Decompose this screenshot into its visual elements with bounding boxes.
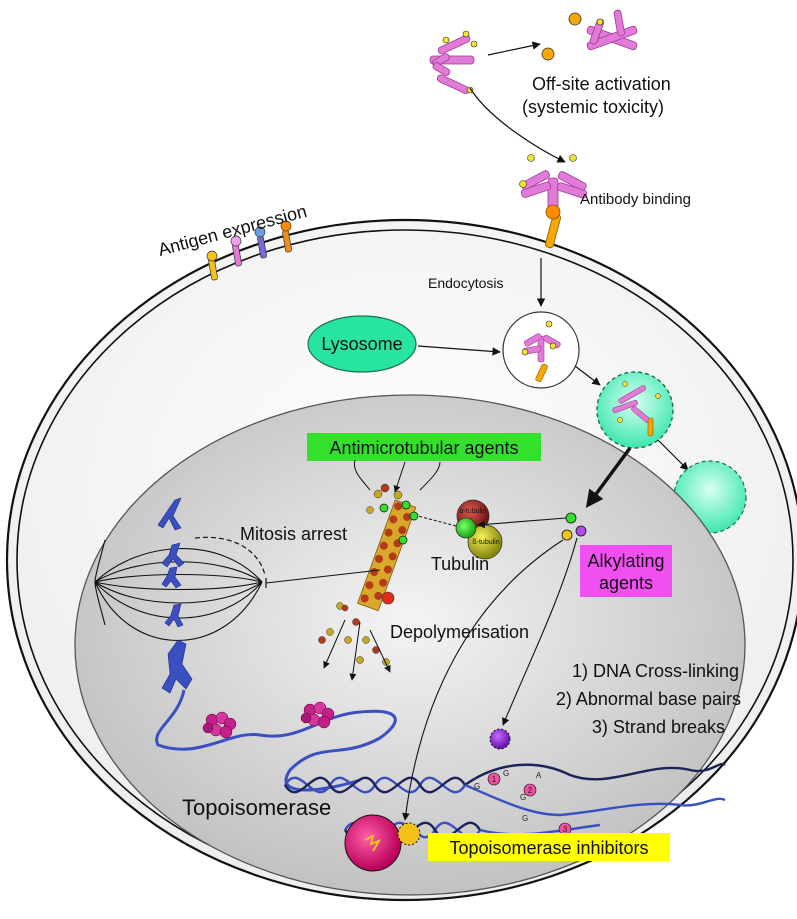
- label-mitosis-arrest: Mitosis arrest: [240, 524, 347, 544]
- endosome-antibody: [521, 320, 561, 382]
- arrow-to-topoisomerase: [402, 539, 564, 821]
- label-antimicrotubular: Antimicrotubular agents: [329, 438, 518, 458]
- depolymerised-tubulin: [318, 591, 395, 666]
- nucleosome-2: [300, 701, 335, 729]
- svg-text:G: G: [474, 782, 480, 791]
- arrow-mitosis-inhibit: [265, 569, 381, 584]
- dna-strand-bottom: [464, 783, 726, 817]
- payload-alkylating: [575, 525, 587, 537]
- antigen-expression-receptors: [206, 220, 292, 281]
- alkylating-payload: [489, 728, 511, 750]
- label-offsite-line1: Off-site activation: [532, 74, 671, 94]
- svg-text:A: A: [536, 771, 542, 780]
- depoly-arrow-2: [369, 629, 391, 673]
- scattered-tubulin-top: [366, 483, 419, 545]
- label-endocytosis: Endocytosis: [428, 275, 503, 291]
- free-payload: [541, 47, 555, 61]
- arrow-payload-to-tubulin: [477, 517, 567, 529]
- label-alpha-tubulin: α-tubulin: [459, 508, 486, 515]
- label-offsite-line2: (systemic toxicity): [522, 97, 664, 117]
- dna-strand-1: [155, 689, 397, 792]
- arrow-lysosome-to-endosome: [417, 345, 501, 356]
- microtubule: [357, 499, 417, 612]
- label-alkylating-line2: agents: [599, 573, 653, 593]
- label-strand-breaks: 3) Strand breaks: [592, 717, 725, 737]
- alkylating-label-box: [580, 545, 672, 597]
- nucleus: [74, 394, 746, 896]
- payload-topoisomerase-inhibitor: [561, 529, 573, 541]
- depoly-arrow-3: [323, 619, 346, 669]
- topo-inhibitors-label-box: [428, 833, 670, 861]
- nucleosome-1: [202, 711, 237, 739]
- svg-text:2: 2: [528, 786, 533, 795]
- label-alkylating-line1: Alkylating: [587, 551, 664, 571]
- svg-text:G: G: [520, 793, 526, 802]
- dna-damage-markers: 1 2 3: [487, 772, 572, 836]
- free-payload: [568, 12, 582, 26]
- arrow-to-exocytosis: [657, 439, 689, 471]
- antigen-receptor-head: [545, 204, 561, 220]
- payload-antimicrotubular: [565, 512, 577, 524]
- label-topo-inhibitors: Topoisomerase inhibitors: [449, 838, 648, 858]
- arrow-to-binding: [469, 87, 566, 163]
- antimicrotubular-label-box: [307, 433, 541, 461]
- label-lysosome: Lysosome: [321, 334, 402, 354]
- label-dna-crosslinking: 1) DNA Cross-linking: [572, 661, 739, 681]
- svg-text:G: G: [522, 814, 528, 823]
- label-antibody-binding: Antibody binding: [580, 191, 691, 208]
- label-topoisomerase: Topoisomerase: [182, 795, 331, 820]
- tubulin-bound-drug: [455, 517, 477, 539]
- bound-antibody: [519, 154, 588, 209]
- svg-text:G: G: [503, 769, 509, 778]
- chromosomes: [157, 497, 193, 694]
- arrow-to-offsite: [487, 41, 541, 56]
- tubulin-binding-dotted: [417, 515, 457, 527]
- label-tubulin: Tubulin: [431, 554, 489, 574]
- svg-text:1: 1: [492, 775, 497, 784]
- topo-inhibitor-payload: [397, 822, 421, 846]
- dna-strand-top: [464, 762, 726, 786]
- arrow-payload-release: [585, 446, 632, 508]
- depoly-arrow-1: [349, 621, 361, 681]
- offsite-antibody: [586, 9, 638, 51]
- mitotic-spindle: [94, 539, 263, 641]
- arrow-antimicrotubular: [393, 461, 406, 493]
- free-adc-antibody: [429, 30, 478, 94]
- label-abnormal-base-pairs: 2) Abnormal base pairs: [556, 689, 741, 709]
- label-beta-tubulin: ß-tubulin: [472, 539, 499, 546]
- lightning-icon: [364, 834, 382, 852]
- spindle-dashed: [194, 536, 266, 576]
- lysosome: [307, 315, 417, 373]
- svg-text:3: 3: [563, 825, 568, 834]
- degraded-antibody-fragments: [612, 381, 661, 437]
- arrow-to-alkylator: [502, 537, 578, 726]
- arrow-endosome-to-lysosome: [574, 365, 601, 386]
- label-depolymerisation: Depolymerisation: [390, 622, 529, 642]
- dna-base-letters: G G G A G: [474, 769, 542, 823]
